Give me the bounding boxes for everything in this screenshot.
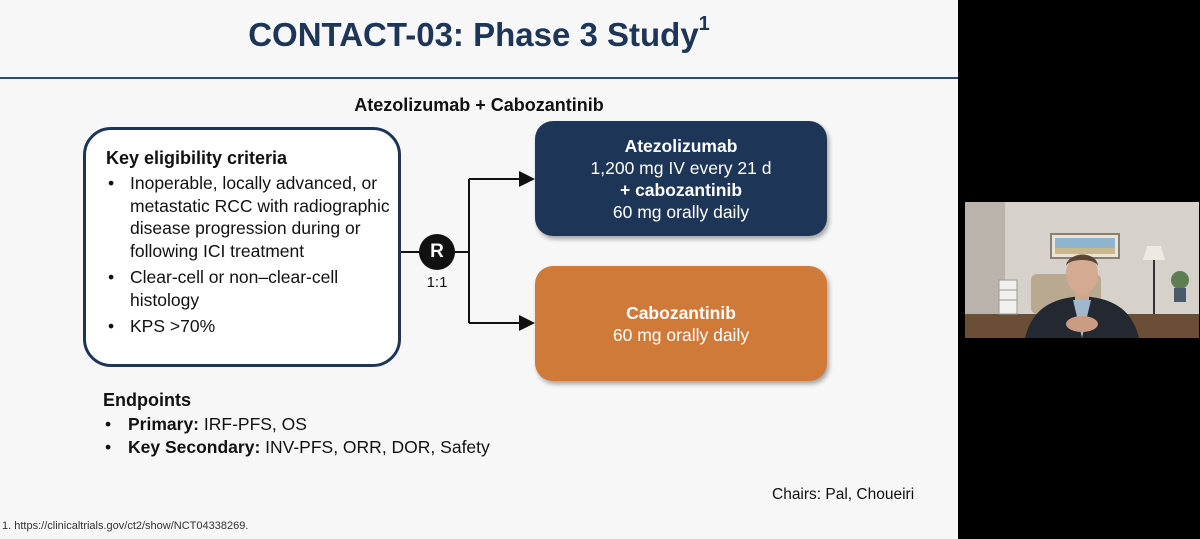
endpoint-secondary: Key Secondary: INV-PFS, ORR, DOR, Safety bbox=[103, 436, 490, 459]
secondary-label: Key Secondary: bbox=[128, 437, 260, 457]
arm1-drug: Atezolizumab bbox=[535, 135, 827, 157]
speaker-video-thumbnail[interactable] bbox=[965, 202, 1199, 338]
chairs-text: Chairs: Pal, Choueiri bbox=[772, 486, 914, 504]
arm1-dose: 1,200 mg IV every 21 d bbox=[535, 157, 827, 179]
footnote: 1. https://clinicaltrials.gov/ct2/show/N… bbox=[2, 520, 248, 532]
endpoint-primary: Primary: IRF-PFS, OS bbox=[103, 413, 490, 436]
presentation-slide: CONTACT-03: Phase 3 Study1 Atezolizumab … bbox=[0, 0, 958, 539]
randomization-ratio: 1:1 bbox=[415, 274, 459, 291]
arm1-combo: + cabozantinib bbox=[535, 179, 827, 201]
randomization-circle: R bbox=[419, 234, 455, 270]
arm1-combo-dose: 60 mg orally daily bbox=[535, 201, 827, 223]
speaker-video-icon bbox=[965, 202, 1199, 338]
secondary-value: INV-PFS, ORR, DOR, Safety bbox=[260, 437, 490, 457]
arm-cabozantinib: Cabozantinib 60 mg orally daily bbox=[535, 266, 827, 381]
endpoints-heading: Endpoints bbox=[103, 390, 191, 411]
arm2-dose: 60 mg orally daily bbox=[535, 324, 827, 346]
primary-value: IRF-PFS, OS bbox=[199, 414, 307, 434]
endpoints-list: Primary: IRF-PFS, OS Key Secondary: INV-… bbox=[103, 413, 490, 459]
primary-label: Primary: bbox=[128, 414, 199, 434]
arm2-drug: Cabozantinib bbox=[535, 302, 827, 324]
arm-atezolizumab-cabozantinib: Atezolizumab 1,200 mg IV every 21 d + ca… bbox=[535, 121, 827, 236]
